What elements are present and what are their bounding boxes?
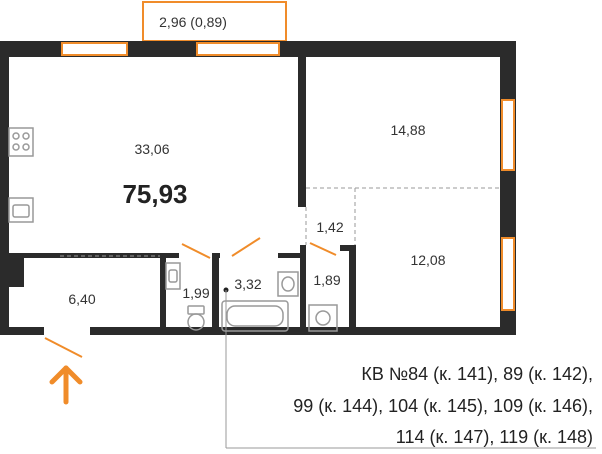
entrance-area-label: 6,40 — [68, 291, 95, 307]
callout-leader — [223, 287, 596, 449]
washing-machine-icon — [308, 304, 338, 332]
up-arrow-icon — [49, 365, 83, 405]
bathroom-sink-icon — [277, 271, 299, 297]
wc-sink-icon — [165, 262, 181, 290]
windows — [61, 42, 515, 311]
balcony-area-label: 2,96 (0,89) — [159, 14, 227, 30]
bedroom-1-area-label: 14,88 — [390, 122, 425, 138]
balcony: 2,96 (0,89) — [142, 1, 287, 42]
laundry-area-label: 1,89 — [313, 272, 340, 288]
wc-area-label: 1,99 — [182, 285, 209, 301]
apartment-line-3: 114 (к. 147), 119 (к. 148) — [396, 427, 593, 447]
bathroom-area-label: 3,32 — [234, 276, 261, 292]
kitchen-fixtures — [8, 127, 34, 223]
bedroom-2-area-label: 12,08 — [410, 252, 445, 268]
zone-boundaries — [60, 187, 500, 257]
sink-icon — [8, 197, 34, 223]
kitchen-living-area-label: 33,06 — [134, 141, 169, 157]
bathtub-icon — [221, 300, 289, 332]
apartment-list: КВ №84 (к. 141), 89 (к. 142), 99 (к. 144… — [293, 364, 593, 447]
bathroom-fixtures — [165, 262, 338, 332]
stove-icon — [8, 127, 34, 157]
interior-walls — [9, 57, 356, 335]
toilet-icon — [187, 305, 205, 315]
total-area-label: 75,93 — [122, 179, 187, 209]
apartment-line-2: 99 (к. 144), 104 (к. 145), 109 (к. 146), — [293, 396, 593, 416]
door-swings — [44, 237, 337, 358]
apartment-line-1: КВ №84 (к. 141), 89 (к. 142), — [361, 364, 593, 384]
hall-area-label: 1,42 — [316, 219, 343, 235]
